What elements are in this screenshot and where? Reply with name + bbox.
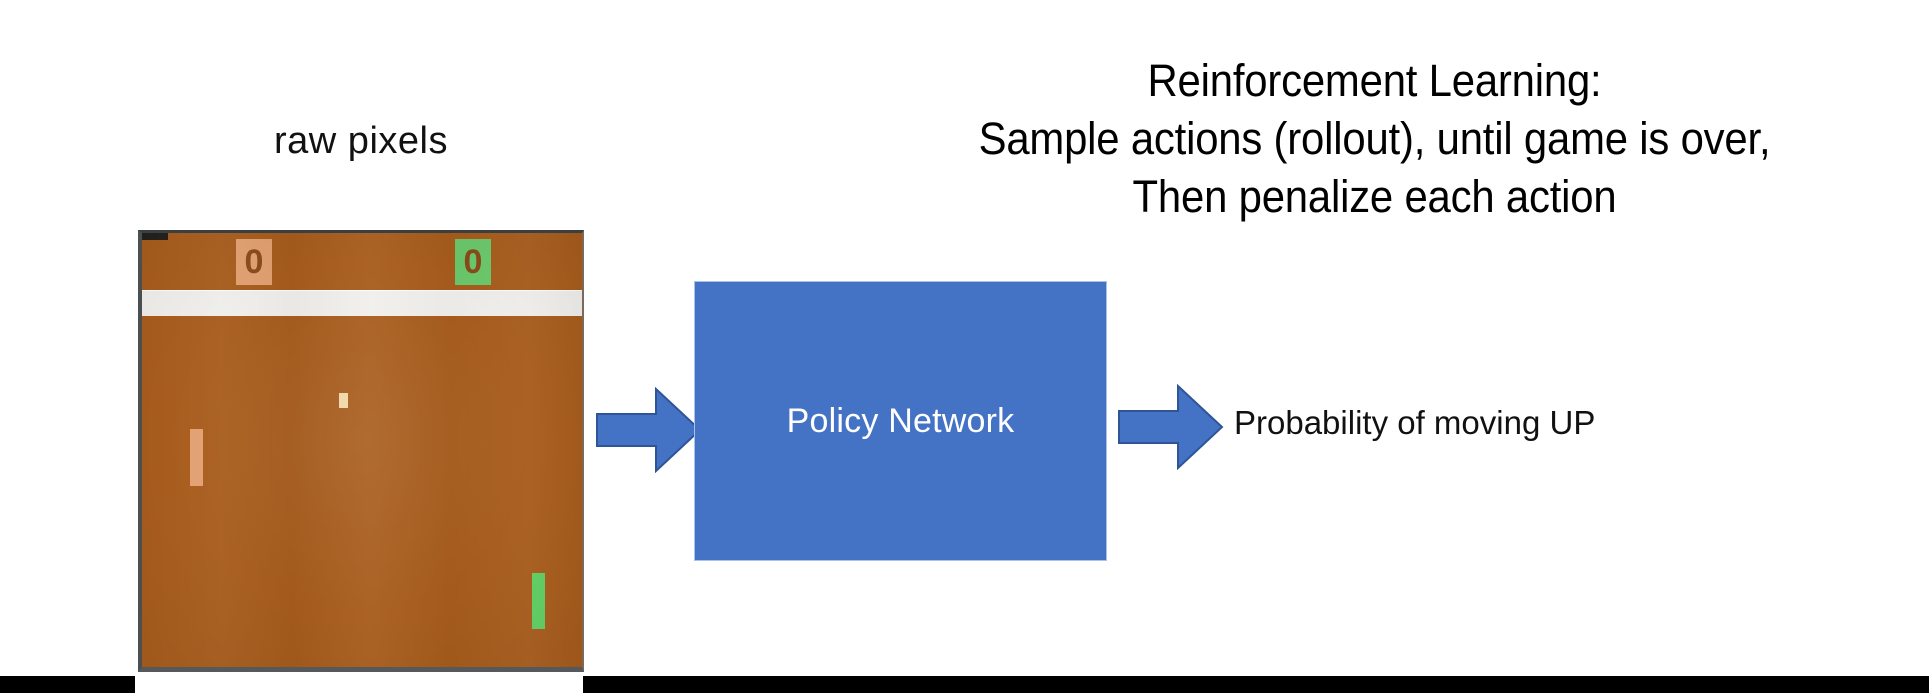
output-probability-label: Probability of moving UP xyxy=(1234,404,1596,441)
frame-corner-nub xyxy=(142,233,168,240)
raw-pixels-caption: raw pixels xyxy=(274,120,448,162)
letterbox-bar-right xyxy=(583,676,1929,693)
score-right: 0 xyxy=(455,239,491,285)
right-arrow-icon-output xyxy=(1118,384,1224,470)
headline-line-3: Then penalize each action xyxy=(1132,171,1617,222)
score-left: 0 xyxy=(236,239,272,285)
headline-block: Reinforcement Learning: Sample actions (… xyxy=(859,52,1890,226)
letterbox-bar-left xyxy=(0,676,135,693)
right-arrow-icon-input xyxy=(596,387,702,473)
headline-line-2: Sample actions (rollout), until game is … xyxy=(978,113,1771,164)
court-divider-line xyxy=(142,290,582,316)
policy-network-box[interactable]: Policy Network xyxy=(694,281,1107,561)
policy-network-label: Policy Network xyxy=(786,401,1015,440)
headline-line-1: Reinforcement Learning: xyxy=(1147,55,1602,106)
pong-ball xyxy=(339,393,348,408)
pong-game-screenshot: 0 0 xyxy=(138,230,584,672)
opponent-paddle-right xyxy=(532,573,545,629)
player-paddle-left xyxy=(190,429,203,486)
